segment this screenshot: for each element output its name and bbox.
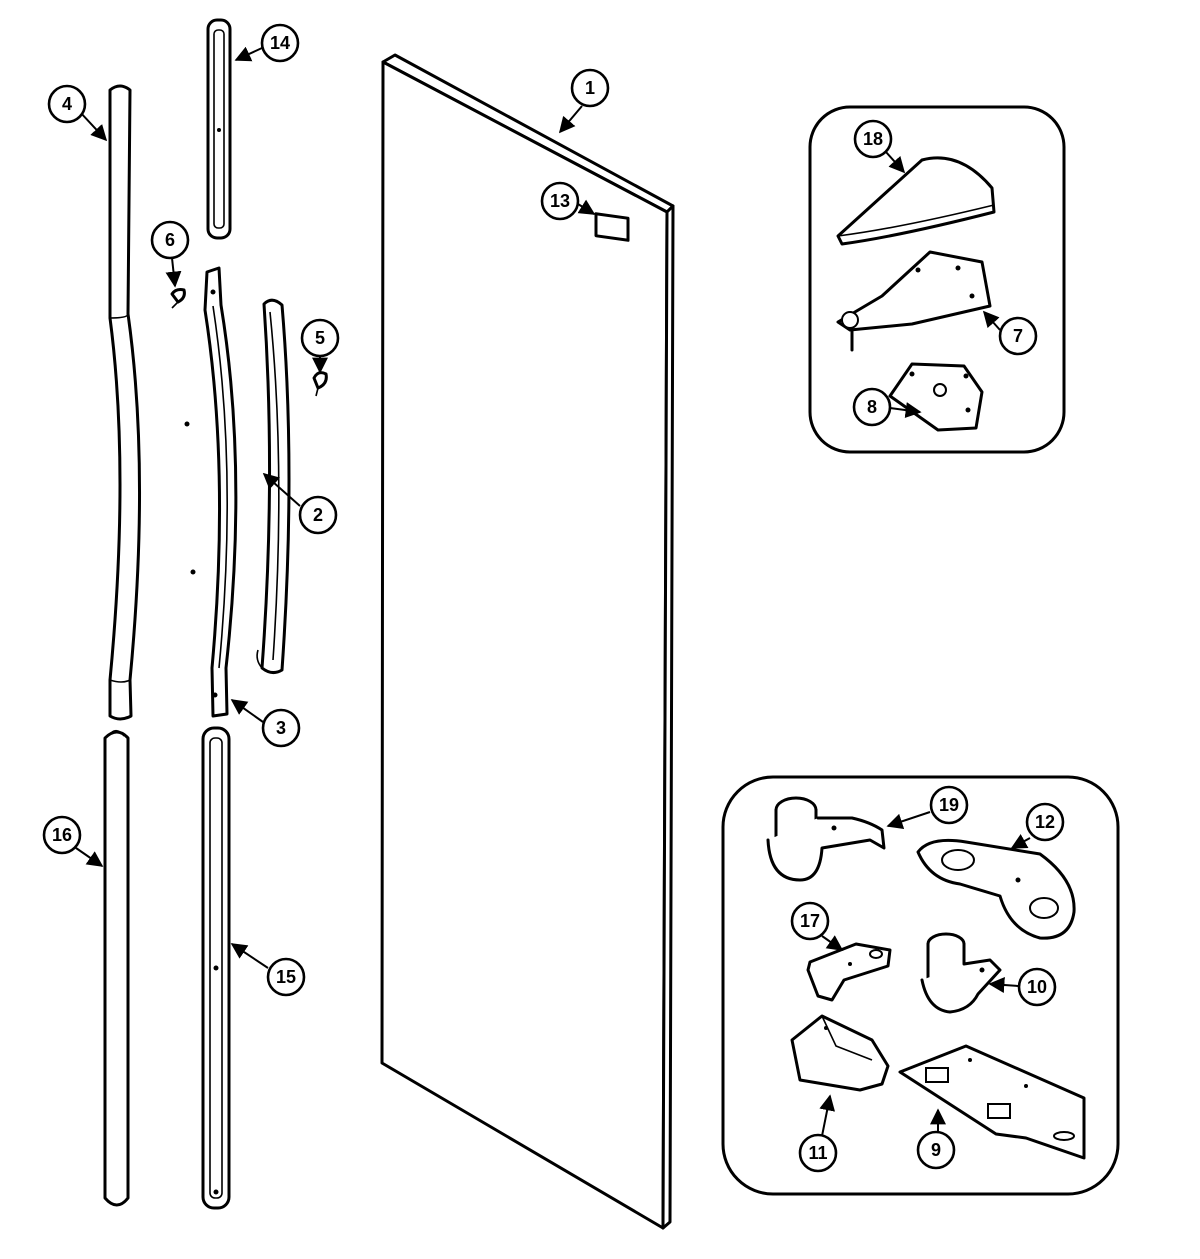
- callout-14: 14: [234, 23, 300, 63]
- callout-10: 10: [988, 967, 1057, 1007]
- callout-2-label: 2: [313, 505, 323, 525]
- callout-15-label: 15: [276, 967, 296, 987]
- callout-11-label: 11: [808, 1143, 827, 1163]
- callout-2: 2: [262, 472, 338, 535]
- callout-5: 5: [300, 318, 340, 374]
- callout-1-label: 1: [585, 78, 595, 98]
- callout-4: 4: [47, 84, 108, 142]
- callout-8: 8: [852, 387, 922, 427]
- callout-13-label: 13: [550, 191, 570, 211]
- callout-10-label: 10: [1027, 977, 1047, 997]
- handle-insert: [256, 298, 291, 675]
- callout-7: 7: [982, 310, 1038, 356]
- callout-18-label: 18: [863, 129, 883, 149]
- hinge-plate-7: [836, 250, 992, 352]
- callout-9: 9: [916, 1108, 956, 1170]
- upper-trim-strip: [206, 18, 232, 240]
- door-label-plate: [594, 212, 630, 242]
- hinge-cover-11: [790, 1014, 890, 1092]
- lower-trim-strip: [201, 726, 231, 1210]
- screw-part-5: [312, 371, 328, 397]
- callout-11: 11: [798, 1094, 838, 1173]
- callout-16-label: 16: [52, 825, 72, 845]
- callout-17: 17: [790, 901, 844, 951]
- hinge-bracket-12: [916, 838, 1076, 940]
- hinge-hardware-inset: [721, 775, 1120, 1196]
- mounting-plate-9: [898, 1044, 1086, 1160]
- callout-3: 3: [230, 699, 301, 748]
- small-bracket-17: [806, 942, 892, 1002]
- handle-mount-bracket: [184, 266, 238, 718]
- hinge-shim-8: [888, 362, 984, 432]
- callout-1: 1: [558, 68, 610, 134]
- callout-19: 19: [886, 785, 969, 830]
- callout-16: 16: [42, 815, 104, 867]
- callout-8-label: 8: [867, 397, 877, 417]
- callout-7-label: 7: [1013, 326, 1023, 346]
- lower-handle-tube: [103, 729, 130, 1207]
- callout-6-label: 6: [165, 230, 175, 250]
- callout-15: 15: [230, 943, 306, 997]
- hinge-pin-10: [920, 932, 1002, 1014]
- callout-12: 12: [1010, 802, 1065, 849]
- screw-part-6: [170, 288, 186, 309]
- hinge-pin-bracket-19: [766, 796, 886, 882]
- hinge-cover-inset: [808, 105, 1066, 454]
- door-panel: [380, 53, 675, 1230]
- hinge-cover: [836, 156, 996, 246]
- callout-6: 6: [150, 220, 190, 288]
- callout-4-label: 4: [62, 94, 72, 114]
- callout-13: 13: [540, 181, 596, 221]
- callout-9-label: 9: [931, 1140, 941, 1160]
- callout-5-label: 5: [315, 328, 325, 348]
- callout-17-label: 17: [800, 911, 820, 931]
- callout-3-label: 3: [276, 718, 286, 738]
- callout-14-label: 14: [270, 33, 290, 53]
- callout-19-label: 19: [939, 795, 959, 815]
- callout-12-label: 12: [1035, 812, 1055, 832]
- upper-handle-tube: [108, 84, 141, 721]
- callout-18: 18: [853, 119, 906, 174]
